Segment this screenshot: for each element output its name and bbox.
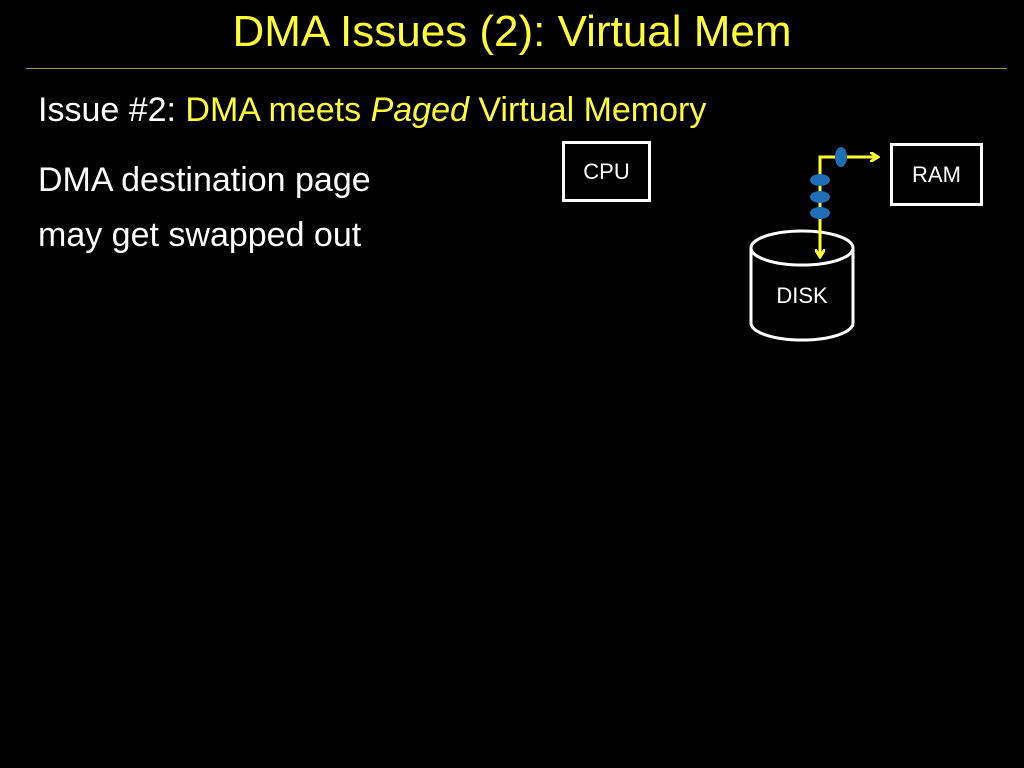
ram-label: RAM (912, 161, 961, 187)
bus-marker-1-icon (810, 174, 830, 186)
bus-marker-horizontal-icon (835, 147, 847, 167)
slide-subtitle: Issue #2: DMA meets Paged Virtual Memory (38, 87, 706, 133)
dma-transfer-path (818, 155, 875, 254)
disk-cylinder-icon (749, 229, 855, 342)
cpu-label: CPU (583, 158, 630, 184)
body-line-1: DMA destination page (38, 161, 371, 199)
subtitle-highlight-italic: Paged (370, 91, 469, 129)
bus-marker-3-icon (810, 207, 830, 219)
cpu-box: CPU (562, 141, 651, 202)
ram-box: RAM (890, 143, 983, 206)
subtitle-highlight-2: Virtual Memory (468, 91, 707, 129)
subtitle-prefix: Issue #2: (38, 91, 186, 129)
subtitle-highlight-1: DMA meets (185, 91, 371, 129)
disk-label: DISK (776, 283, 828, 308)
title-divider (26, 68, 1007, 69)
slide-title: DMA Issues (2): Virtual Mem (232, 7, 792, 56)
body-text: DMA destination page may get swapped out (38, 153, 498, 263)
body-line-2: may get swapped out (38, 216, 362, 254)
bus-marker-2-icon (810, 191, 830, 203)
